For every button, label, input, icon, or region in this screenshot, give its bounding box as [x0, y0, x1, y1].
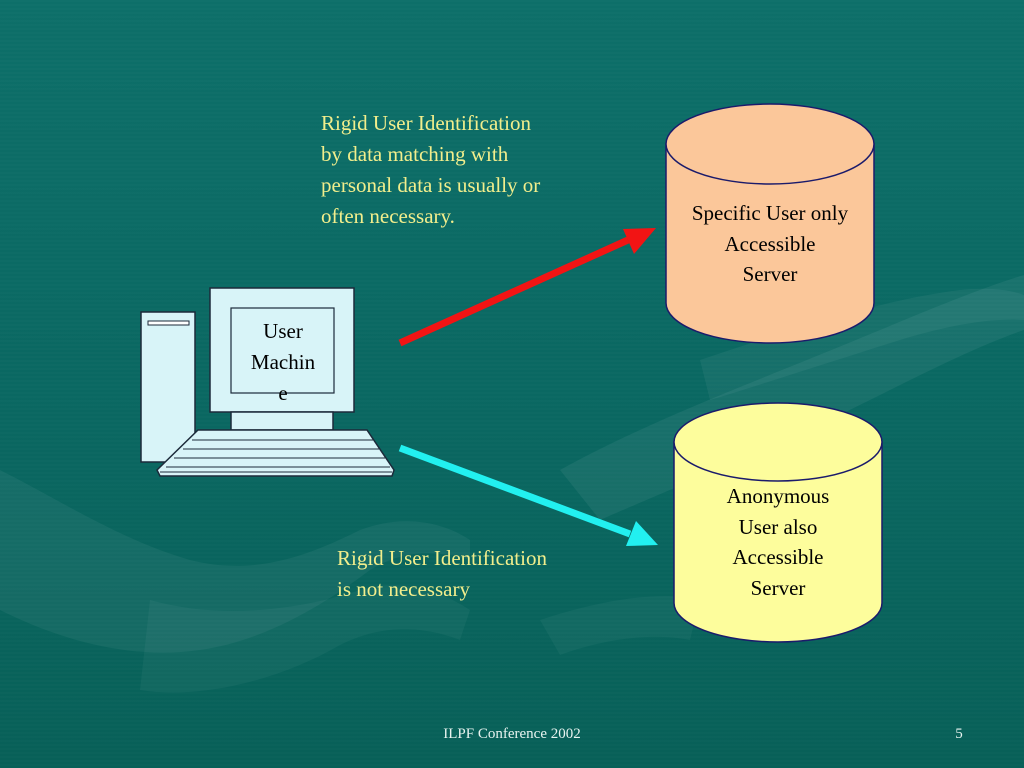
caption-rigid-identification-necessary: Rigid User Identification by data matchi… — [321, 111, 541, 228]
server-specific-cylinder — [665, 103, 875, 344]
desktop-computer-icon — [140, 287, 395, 477]
server-specific-label: Specific User only Accessible Server — [691, 201, 849, 286]
slide-footer: ILPF Conference 2002 — [443, 726, 581, 742]
server-anonymous-cylinder — [673, 402, 883, 643]
arrow-to-specific-server — [398, 228, 656, 347]
server-anonymous-label: Anonymous User also Accessible Server — [726, 484, 830, 600]
arrow-to-anonymous-server — [398, 444, 658, 546]
slide-page-number: 5 — [955, 726, 963, 742]
user-machine-label: User Machin e — [250, 319, 316, 405]
caption-rigid-identification-not-necessary: Rigid User Identification is not necessa… — [337, 546, 547, 601]
